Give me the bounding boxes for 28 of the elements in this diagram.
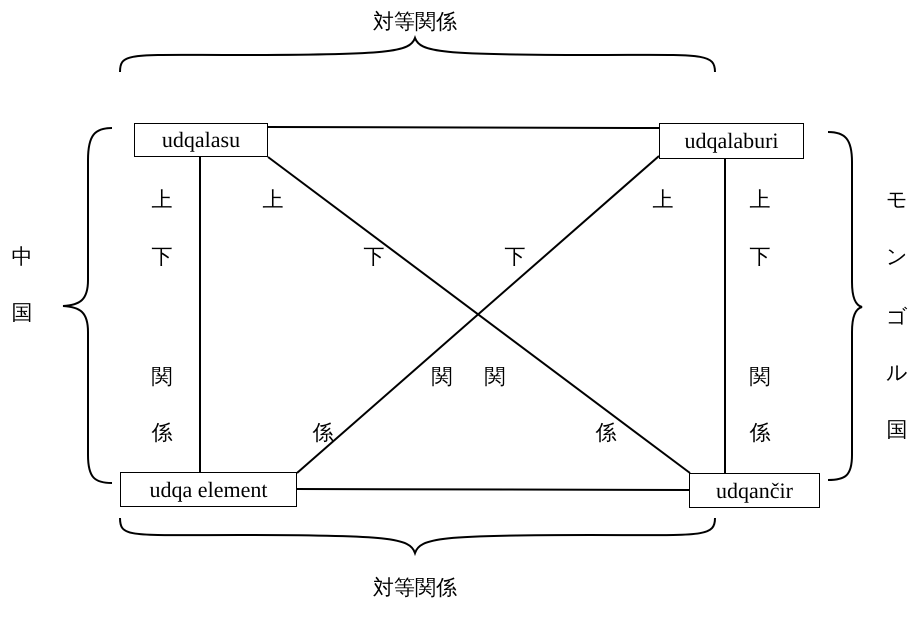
relation-character: 関 [151, 366, 173, 388]
relation-character: 上 [749, 189, 771, 211]
relation-character: 係 [312, 422, 334, 444]
side-label: 中国 [11, 246, 33, 324]
relation-character: 関 [749, 366, 771, 388]
connector-line [297, 488, 689, 491]
term-box: udqa element [120, 472, 297, 507]
relation-character: 下 [504, 246, 526, 268]
term-box: udqalasu [134, 123, 268, 157]
relation-character: 上 [151, 189, 173, 211]
relation-character: 係 [595, 422, 617, 444]
connector-line [724, 159, 726, 473]
relation-character: 関 [484, 366, 506, 388]
relation-character: 係 [749, 422, 771, 444]
connector-line [199, 157, 201, 472]
relation-character: 下 [363, 246, 385, 268]
brace-label: 対等関係 [372, 577, 458, 599]
term-box: udqalaburi [659, 123, 804, 159]
side-label: モンゴル国 [886, 189, 908, 441]
relation-character: 関 [431, 366, 453, 388]
relation-character: 係 [151, 422, 173, 444]
relation-character: 上 [262, 189, 284, 211]
brace-label: 対等関係 [372, 11, 458, 33]
term-box: udqančir [689, 473, 820, 508]
connector-line [268, 126, 659, 129]
relation-character: 下 [749, 246, 771, 268]
relation-character: 上 [652, 189, 674, 211]
relation-character: 下 [151, 246, 173, 268]
